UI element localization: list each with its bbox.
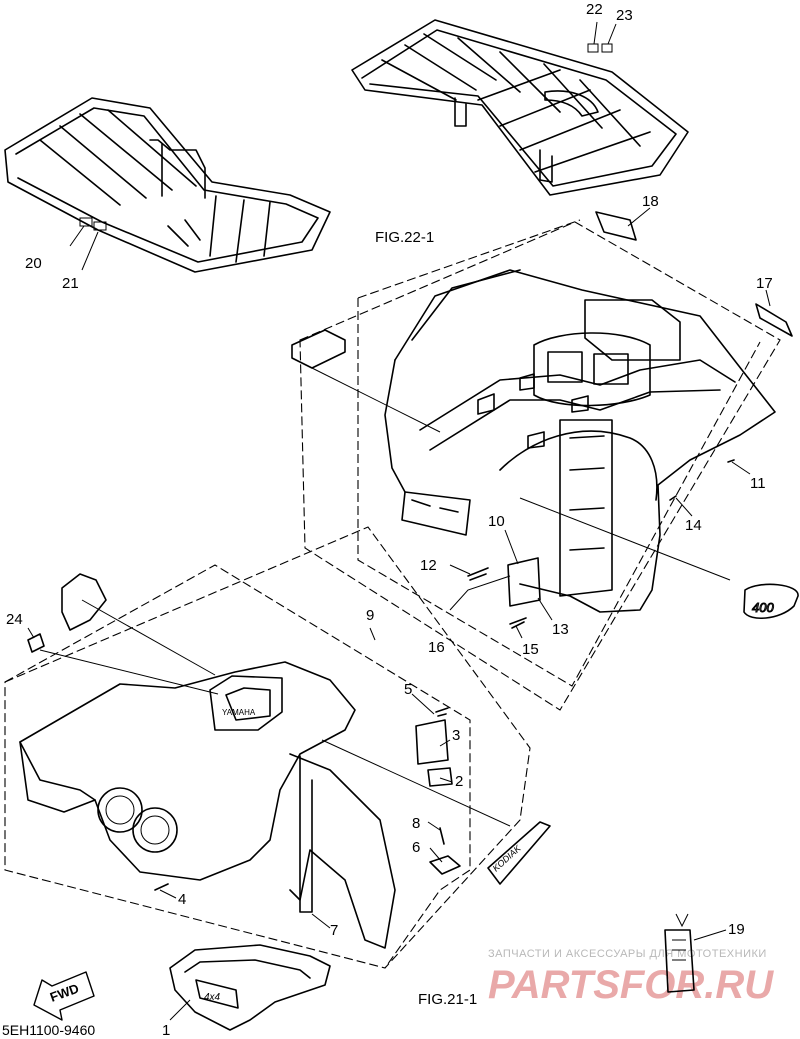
part-label-13: 13 — [552, 621, 569, 638]
watermark-logo: PARTSFOR.RU — [488, 963, 774, 1007]
leader-lines — [27, 21, 771, 1021]
part-label-10: 10 — [488, 513, 505, 530]
fig-ref-front: FIG.21-1 — [418, 991, 477, 1008]
part-label-18: 18 — [642, 193, 659, 210]
tank-badge-text: YAMAHA — [222, 708, 256, 717]
seat: 4x4 — [169, 944, 331, 1031]
side-badge-text: KODIAK — [491, 843, 524, 874]
watermark-caption: ЗАПЧАСТИ И АКСЕССУАРЫ ДЛЯ МОТОТЕХНИКИ — [488, 948, 767, 960]
part-label-11: 11 — [750, 475, 766, 492]
rear-carrier — [351, 19, 689, 196]
part-label-12: 12 — [420, 557, 437, 574]
rear-fender: 400 — [291, 211, 799, 711]
fwd-arrow: FWD — [33, 971, 95, 1021]
part-label-15: 15 — [522, 641, 539, 658]
front-carrier — [4, 97, 331, 273]
fig-ref-rear: FIG.22-1 — [375, 229, 434, 246]
diagram-code: 5EH1100-9460 — [2, 1022, 95, 1038]
part-label-9: 9 — [366, 607, 374, 624]
part-label-19: 19 — [728, 921, 745, 938]
part-label-20: 20 — [25, 255, 42, 272]
part-labels: 22 23 18 17 20 21 11 14 10 12 13 15 16 9… — [6, 1, 773, 1039]
part-label-14: 14 — [685, 517, 702, 534]
part-label-22: 22 — [586, 1, 603, 18]
watermark: ЗАПЧАСТИ И АКСЕССУАРЫ ДЛЯ МОТОТЕХНИКИ PA… — [488, 948, 774, 1007]
part-label-21: 21 — [62, 275, 79, 292]
front-fender: YAMAHA KODIAK — [4, 526, 551, 969]
part-label-7: 7 — [330, 922, 338, 939]
part-label-1: 1 — [162, 1022, 170, 1039]
part-label-17: 17 — [756, 275, 773, 292]
part-label-16: 16 — [428, 639, 445, 656]
part-label-3: 3 — [452, 727, 460, 744]
part-label-8: 8 — [412, 815, 420, 832]
figure-references: FIG.22-1 FIG.21-1 — [375, 229, 477, 1008]
part-label-23: 23 — [616, 7, 633, 24]
seat-badge-text: 4x4 — [204, 992, 221, 1003]
part-label-2: 2 — [455, 773, 463, 790]
part-label-24: 24 — [6, 611, 23, 628]
warning-label — [664, 913, 695, 993]
part-label-5: 5 — [404, 681, 412, 698]
part-label-6: 6 — [412, 839, 420, 856]
part-label-4: 4 — [178, 891, 186, 908]
rear-badge-text: 400 — [752, 600, 774, 615]
